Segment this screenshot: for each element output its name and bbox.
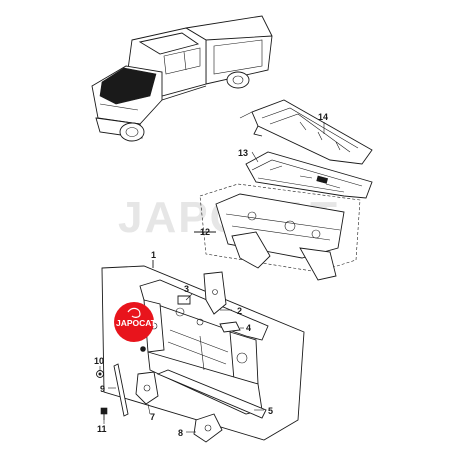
callout-14: 14: [318, 112, 328, 122]
part-14-cowl-top: [239, 99, 373, 165]
part-12-dash-panel: [194, 183, 361, 281]
part-3-clip: [177, 295, 191, 305]
part-5-lower-member: [156, 369, 267, 419]
part-8-bracket: [193, 413, 223, 443]
callout-9: 9: [100, 384, 105, 394]
highlighted-area: [99, 67, 157, 105]
rear-wheel: [226, 71, 250, 89]
callout-13: 13: [238, 148, 248, 158]
fasteners: [96, 346, 146, 420]
part-1-radiator-support: [101, 260, 305, 443]
callout-12: 12: [200, 227, 210, 237]
callout-10: 10: [94, 356, 104, 366]
part-11-bolt: [100, 407, 108, 415]
callout-3: 3: [184, 284, 189, 294]
callout-11: 11: [97, 424, 107, 434]
part-4-clip: [219, 321, 241, 333]
callout-2: 2: [237, 306, 242, 316]
callout-1: 1: [151, 250, 156, 260]
callouts: 1 2 3 4 5 7 8 9 10 11 12 13 14: [94, 112, 328, 438]
part-9-rod: [113, 363, 129, 417]
front-wheel: [119, 122, 145, 142]
truck-illustration: [91, 15, 273, 142]
callout-8: 8: [178, 428, 183, 438]
callout-5: 5: [268, 406, 273, 416]
part-7-bracket: [135, 371, 159, 405]
callout-7: 7: [150, 412, 155, 422]
logo-badge: [114, 302, 154, 342]
logo-emblem-icon: [127, 307, 141, 318]
logo-text: JAPOCAT: [116, 318, 157, 328]
leader-lines: [99, 122, 325, 433]
japocat-logo: JAPOCAT: [114, 302, 157, 342]
part-13-cowl-panel: [245, 151, 373, 199]
callout-4: 4: [246, 323, 251, 333]
part-2-bracket: [203, 271, 227, 315]
